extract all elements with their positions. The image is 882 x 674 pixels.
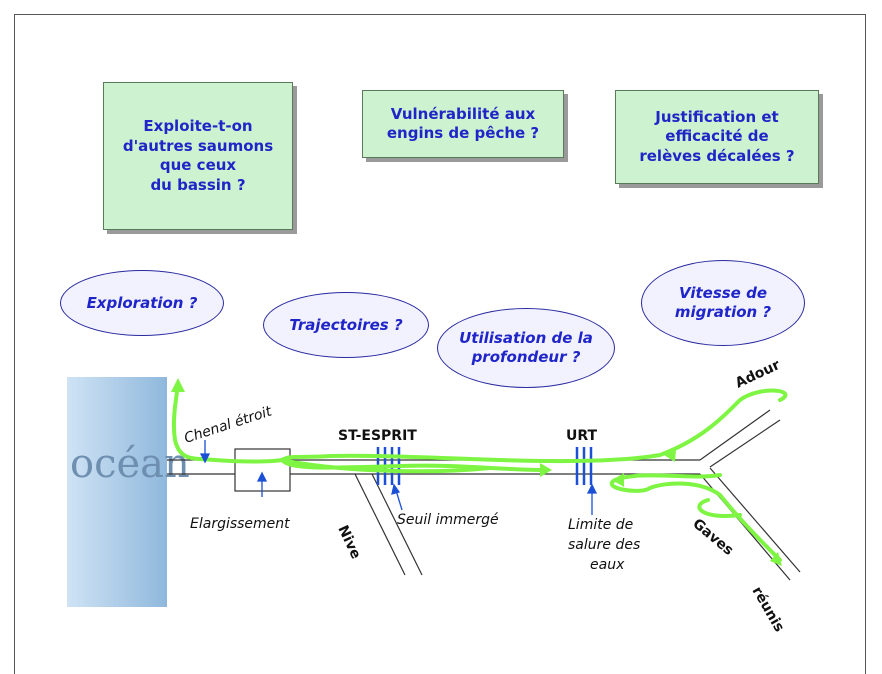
question-line: Exploite-t-on	[143, 117, 253, 135]
oval-label: Utilisation de la	[459, 329, 593, 348]
chenal-label: Chenal étroit	[182, 403, 274, 446]
oval-trajectoires: Trajectoires ?	[263, 292, 429, 358]
question-line: que ceux	[159, 156, 237, 174]
oval-label: Vitesse de	[679, 284, 767, 303]
weir-urt	[575, 447, 593, 485]
oval-profondeur: Utilisation de la profondeur ?	[437, 308, 615, 388]
urt-label: URT	[566, 428, 598, 444]
oval-vitesse: Vitesse de migration ?	[641, 260, 805, 346]
question-box-justification: Justification et efficacité de relèves d…	[615, 90, 819, 184]
question-line: d'autres saumons	[122, 136, 274, 155]
oval-label: Exploration ?	[86, 293, 198, 312]
question-box-vulnerability: Vulnérabilité aux engins de pêche ?	[362, 90, 564, 158]
question-box-other-salmon: Exploite-t-on d'autres saumons que ceux …	[103, 82, 293, 230]
question-line: efficacité de	[665, 127, 769, 146]
nive-label: Nive	[334, 523, 363, 562]
limite-label-line: salure des	[568, 537, 640, 553]
seuil-label: Seuil immergé	[397, 512, 499, 528]
oval-label: migration ?	[674, 303, 772, 321]
gaves-label: Gaves	[689, 516, 736, 559]
question-line: engins de pêche ?	[386, 124, 540, 142]
elargissement-label: Elargissement	[190, 516, 290, 532]
ocean-area	[67, 377, 167, 607]
oval-exploration: Exploration ?	[60, 270, 224, 336]
oval-label: profondeur ?	[471, 348, 581, 366]
oval-label: Trajectoires ?	[289, 315, 403, 334]
ocean-label: océan	[70, 441, 190, 487]
st-esprit-label: ST-ESPRIT	[338, 428, 417, 444]
question-line: Vulnérabilité aux	[390, 104, 536, 123]
limite-label-line: Limite de	[568, 517, 633, 533]
question-line: relèves décalées ?	[639, 146, 795, 165]
adour-label: Adour	[733, 357, 783, 392]
slide-frame	[14, 14, 866, 674]
question-line: du bassin ?	[150, 175, 246, 194]
reunis-label: réunis	[749, 584, 788, 635]
fish-tracks	[171, 383, 788, 562]
pointer-arrows	[199, 440, 598, 515]
question-line: Justification et	[655, 107, 779, 126]
limite-label-line: eaux	[590, 557, 625, 573]
track-arrows	[171, 378, 782, 566]
